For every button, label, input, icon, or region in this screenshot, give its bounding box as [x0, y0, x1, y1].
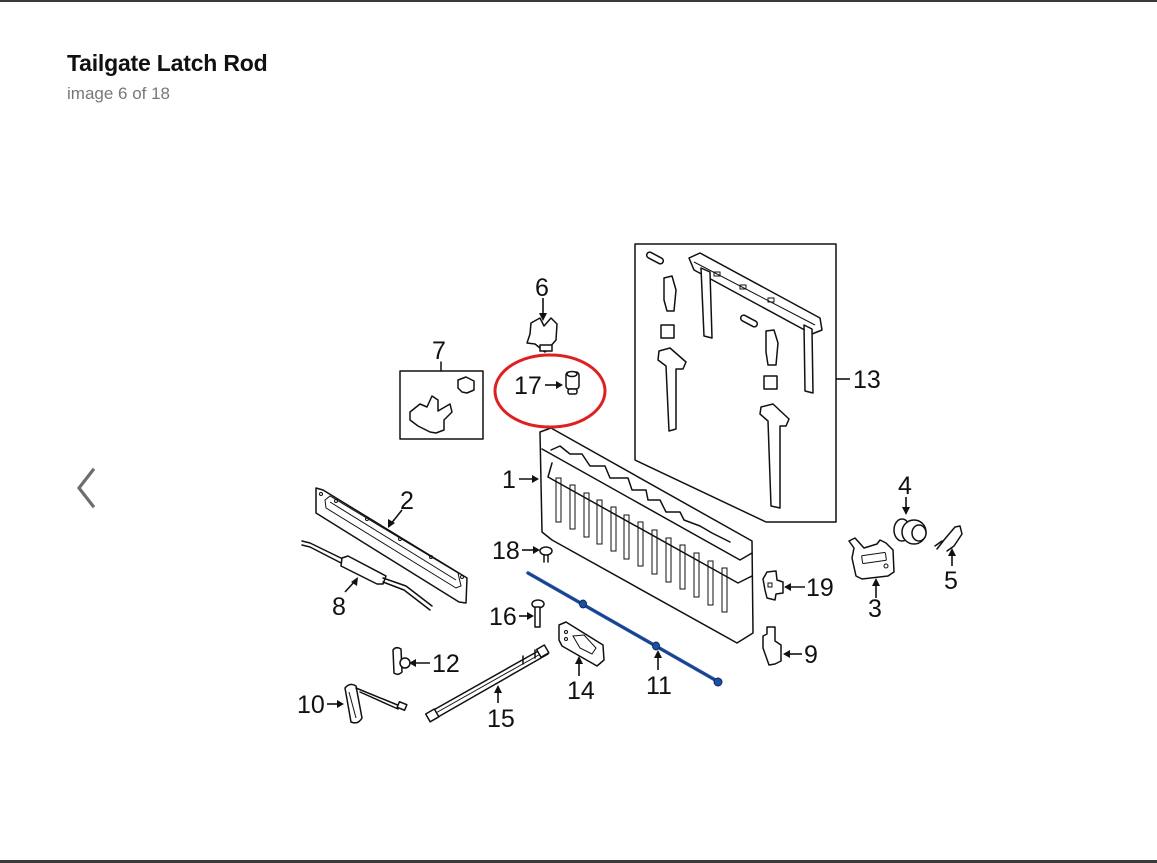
previous-image-button[interactable] — [70, 463, 102, 513]
callout-11: 11 — [646, 672, 672, 700]
part-3-handle-bezel — [848, 537, 895, 598]
callout-17: 17 — [514, 372, 542, 400]
image-title: Tailgate Latch Rod — [67, 50, 268, 76]
chevron-left-icon — [76, 467, 96, 509]
callout-8: 8 — [332, 593, 346, 621]
part-17-bumper — [545, 370, 580, 395]
callout-3: 3 — [868, 595, 882, 623]
part-19-striker-bracket — [762, 570, 805, 601]
part-2-access-cover — [315, 487, 468, 604]
callout-16: 16 — [489, 603, 517, 631]
callout-1: 1 — [502, 466, 516, 494]
callout-9: 9 — [804, 641, 818, 669]
highlight-circle — [493, 353, 607, 429]
part-16-pivot-bolt — [519, 599, 545, 628]
image-counter: image 6 of 18 — [67, 84, 171, 103]
part-13-reinforcement-kit — [634, 243, 850, 523]
part-5-retainer-clip — [934, 525, 963, 566]
part-9-lower-bracket — [762, 626, 802, 666]
gallery-header: Tailgate Latch Rod image 6 of 18 — [67, 48, 268, 105]
part-12-clip — [392, 646, 430, 676]
part-8-support-cable — [301, 540, 433, 611]
part-14-hinge-bracket — [558, 621, 605, 676]
part-11-latch-rod — [526, 571, 723, 687]
window-bottom-border — [0, 860, 1157, 863]
part-7-latch-kit — [399, 361, 484, 440]
callout-10: 10 — [297, 691, 325, 719]
callout-2: 2 — [400, 487, 414, 515]
callout-6: 6 — [535, 274, 549, 302]
callout-12: 12 — [432, 650, 460, 678]
part-1-tailgate-panel — [519, 427, 754, 644]
window-top-border — [0, 0, 1157, 2]
part-18-stud — [522, 546, 553, 563]
part-6-latch — [526, 298, 558, 353]
callout-19: 19 — [806, 574, 834, 602]
part-4-lock-cylinder — [893, 497, 927, 545]
callout-13: 13 — [853, 366, 881, 394]
callout-4: 4 — [898, 472, 912, 500]
callout-18: 18 — [492, 537, 520, 565]
callout-5: 5 — [944, 567, 958, 595]
callout-14: 14 — [567, 677, 595, 705]
part-10-release-cable — [327, 683, 408, 724]
callout-15: 15 — [487, 705, 515, 733]
callout-7: 7 — [432, 337, 446, 365]
part-15-torsion-bar — [424, 644, 550, 723]
